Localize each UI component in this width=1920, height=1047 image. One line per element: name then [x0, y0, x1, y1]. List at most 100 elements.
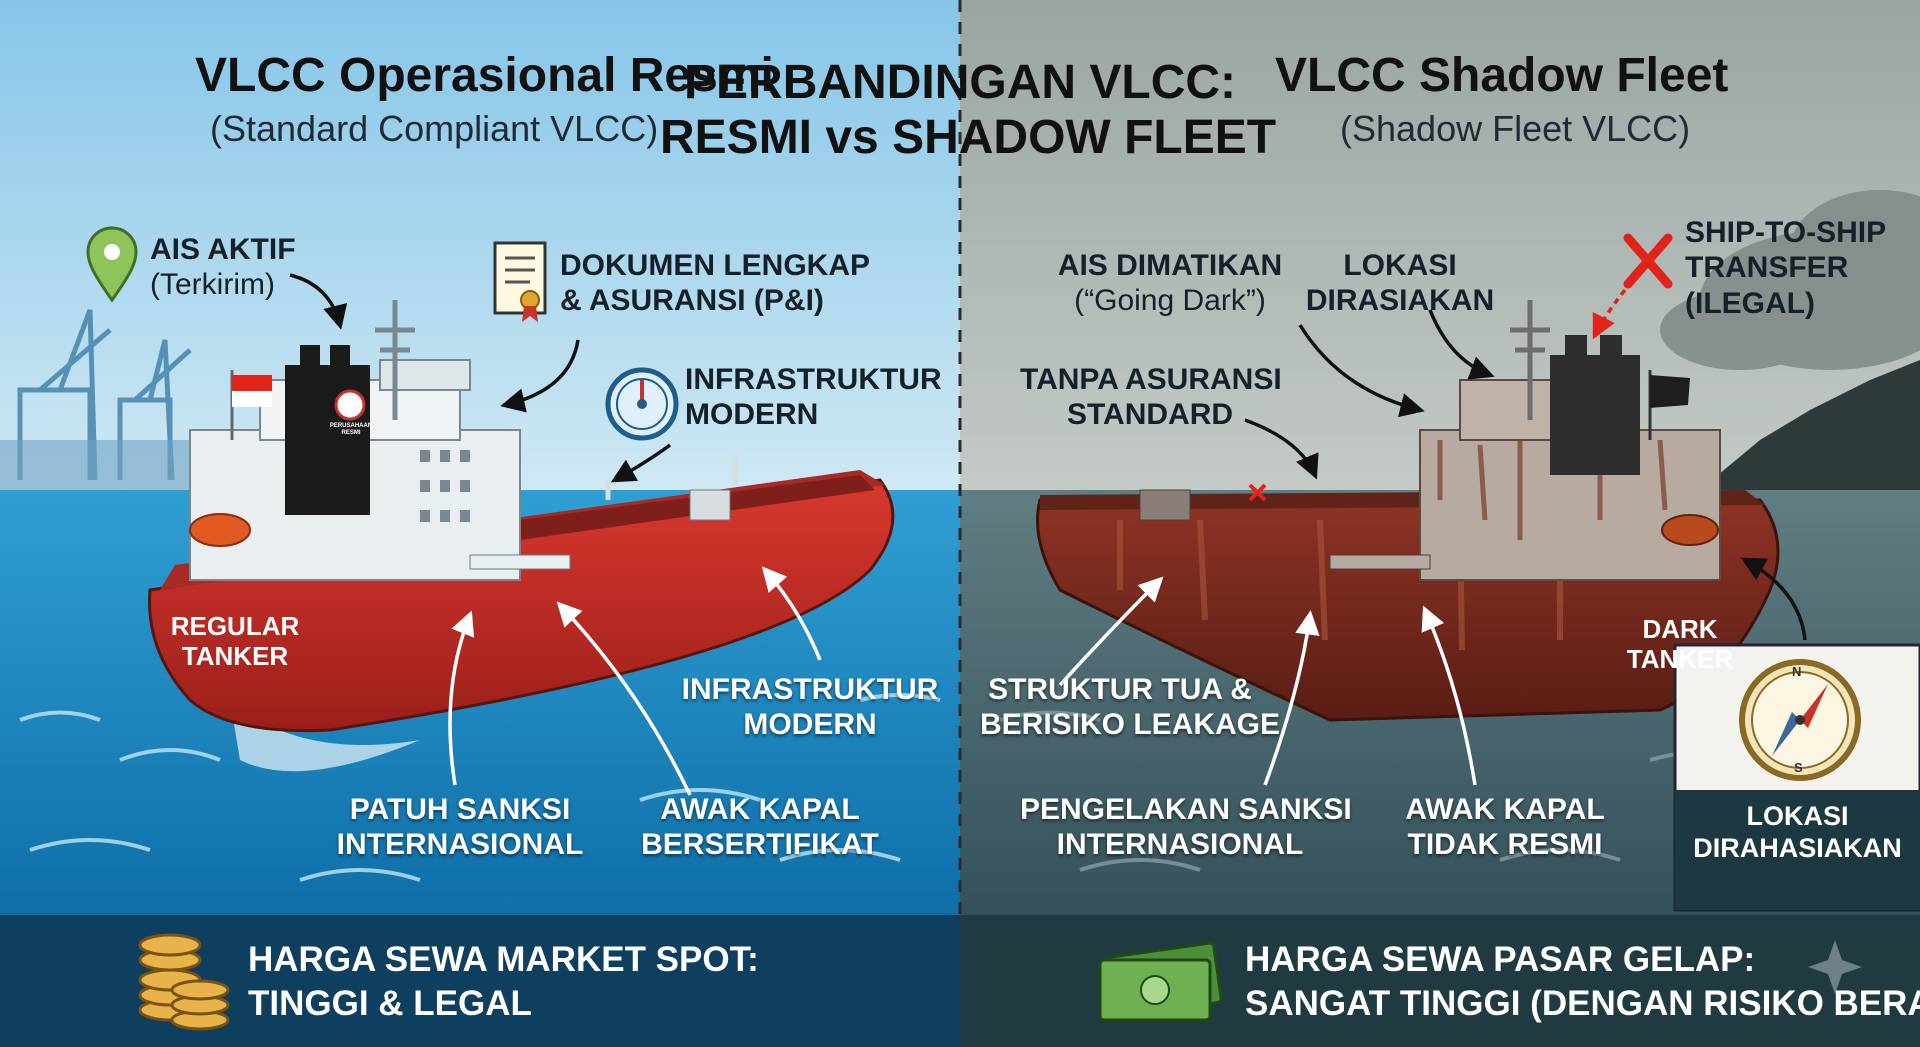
arrow-awak-kapal-right — [1421, 605, 1477, 786]
label-lokasi-dirasiakan: LOKASI DIRASIAKAN — [1300, 248, 1500, 319]
compass-icon — [1739, 659, 1861, 781]
funnel-logo-line1: PERUSAHAAN — [329, 423, 373, 429]
arrow-infra-bottom — [761, 566, 822, 661]
box-line2: DIRAHASIAKAN — [1693, 833, 1902, 864]
label-ais-dimatikan: AIS DIMATIKAN (“Going Dark”) — [1050, 248, 1290, 319]
label-infra-top: INFRASTRUKTUR MODERN — [685, 362, 942, 433]
dokumen-line2: & ASURANSI (P&I) — [560, 284, 824, 318]
hull-right-line1: DARK — [1642, 614, 1718, 644]
banknote-icon — [1098, 941, 1223, 1022]
label-struktur-tua: STRUKTUR TUA & BERISIKO LEAKAGE — [980, 672, 1281, 743]
label-infra-bottom: INFRASTRUKTUR MODERN — [680, 672, 940, 743]
hull-label-right: DARK TANKER — [1610, 614, 1750, 675]
arrow-sts — [1592, 288, 1627, 340]
patuh-sanksi-line2: INTERNASIONAL — [336, 828, 584, 862]
red-x-icon — [1623, 233, 1673, 289]
funnel-logo-line2: RESMI — [341, 429, 361, 436]
awak-kapal-right-line1: AWAK KAPAL — [1405, 793, 1605, 826]
label-tanpa-asuransi: TANPA ASURANSI STANDARD — [1020, 362, 1282, 433]
location-pin-icon — [86, 226, 138, 303]
compass-letter-n: N — [1792, 664, 1802, 679]
patuh-sanksi-line1: PATUH SANKSI — [349, 793, 571, 826]
label-dokumen: DOKUMEN LENGKAP & ASURANSI (P&I) — [560, 248, 870, 319]
infra-top-line2: MODERN — [685, 398, 819, 432]
arrow-box — [1740, 557, 1807, 641]
footer-left-text: HARGA SEWA MARKET SPOT: TINGGI & LEGAL — [248, 938, 759, 1026]
arrow-struktur — [1058, 576, 1164, 687]
asuransi-line1: TANPA ASURANSI — [1020, 363, 1282, 396]
label-awak-kapal-right: AWAK KAPAL TIDAK RESMI — [1380, 792, 1630, 863]
infra-bottom-line1: INFRASTRUKTUR — [681, 673, 939, 706]
struktur-line2: BERISIKO LEAKAGE — [980, 708, 1281, 742]
dokumen-line1: DOKUMEN LENGKAP — [560, 249, 871, 282]
dark-tanker-ship — [1036, 300, 1780, 722]
arrow-dokumen — [500, 339, 580, 413]
lokasi-box-label-bg — [1675, 790, 1920, 910]
arrow-asuransi — [1244, 418, 1319, 480]
footer-left-line2: TINGGI & LEGAL — [248, 983, 532, 1023]
gauge-icon — [605, 367, 679, 441]
left-title: VLCC Operasional Resmi — [195, 49, 774, 102]
label-ais-aktif: AIS AKTIF (Terkirim) — [150, 232, 296, 303]
awak-kapal-left-line2: BERSERTIFIKAT — [641, 828, 879, 862]
sts-line2: TRANSFER — [1685, 251, 1849, 285]
ais-dimatikan-line1: AIS DIMATIKAN — [1057, 249, 1283, 282]
waves-left — [19, 693, 941, 882]
infra-top-line1: INFRASTRUKTUR — [685, 363, 942, 396]
pengelakan-line2: INTERNASIONAL — [1056, 828, 1304, 862]
arrow-pengelakan — [1263, 610, 1320, 786]
company-logo — [334, 389, 366, 421]
red-x-icon-small — [1248, 483, 1267, 502]
lokasi-line2: DIRASIAKAN — [1305, 284, 1495, 318]
arrow-ais-aktif — [289, 273, 348, 330]
footer-right-line2: SANGAT TINGGI (DENGAN RISIKO BERAT) — [1245, 983, 1920, 1023]
main-title-line2: RESMI vs SHADOW FLEET — [660, 111, 1277, 165]
arrow-patuh-sanksi — [448, 610, 475, 786]
hull-label-left: REGULAR TANKER — [160, 611, 310, 672]
footer-right-text: HARGA SEWA PASAR GELAP: SANGAT TINGGI (D… — [1245, 938, 1920, 1026]
coin-stack-icon — [138, 933, 230, 1031]
ais-aktif-sub: (Terkirim) — [150, 268, 275, 302]
asuransi-line2: STANDARD — [1066, 398, 1234, 432]
ais-aktif-title: AIS AKTIF — [150, 233, 296, 266]
label-ship-to-ship: SHIP-TO-SHIP TRANSFER (ILEGAL) — [1685, 215, 1886, 321]
main-title-line1: PERBANDINGAN VLCC: — [684, 56, 1236, 109]
hull-right-line2: TANKER — [1626, 643, 1734, 674]
label-patuh-sanksi: PATUH SANKSI INTERNASIONAL — [330, 792, 590, 863]
sparkle-icon — [1808, 940, 1862, 994]
black-flag-icon — [1648, 370, 1690, 440]
hull-left-line2: TANKER — [181, 640, 289, 671]
right-subtitle: (Shadow Fleet VLCC) — [1340, 108, 1691, 149]
infra-bottom-line2: MODERN — [743, 708, 877, 742]
annotation-arrows — [289, 273, 1807, 641]
dark-headland — [1700, 360, 1920, 490]
hull-left-line1: REGULAR — [170, 611, 300, 641]
regular-tanker-ship — [148, 300, 895, 772]
box-line1: LOKASI — [1746, 801, 1849, 831]
pengelakan-line1: PENGELAKAN SANKSI — [1020, 793, 1352, 826]
awak-kapal-right-line2: TIDAK RESMI — [1407, 828, 1603, 862]
compass-letter-s: S — [1794, 760, 1803, 775]
sts-line1: SHIP-TO-SHIP — [1685, 216, 1887, 249]
left-subtitle: (Standard Compliant VLCC) — [210, 108, 659, 149]
label-awak-kapal-left: AWAK KAPAL BERSERTIFIKAT — [630, 792, 890, 863]
struktur-line1: STRUKTUR TUA & — [988, 673, 1252, 706]
label-pengelakan-sanksi: PENGELAKAN SANKSI INTERNASIONAL — [1020, 792, 1352, 863]
sts-line3: (ILEGAL) — [1685, 286, 1815, 320]
arrow-infra-top — [610, 443, 672, 483]
right-title: VLCC Shadow Fleet — [1275, 49, 1729, 102]
flag-indonesia-icon — [230, 370, 272, 440]
ais-dimatikan-line2: (“Going Dark”) — [1074, 284, 1266, 318]
funnel-logo-text: PERUSAHAAN RESMI — [328, 423, 374, 436]
storm-clouds — [1660, 190, 1920, 370]
document-certificate-icon — [493, 241, 547, 322]
arrow-awak-kapal-left — [556, 601, 692, 796]
annotation-arrows-white — [448, 566, 1477, 796]
arrow-ais-dimatikan — [1298, 324, 1425, 418]
port-cranes — [0, 309, 200, 490]
main-title: PERBANDINGAN VLCC: RESMI vs SHADOW FLEET — [660, 55, 1277, 165]
lokasi-box-label: LOKASI DIRAHASIAKAN — [1675, 800, 1920, 865]
awak-kapal-left-line1: AWAK KAPAL — [660, 793, 860, 826]
